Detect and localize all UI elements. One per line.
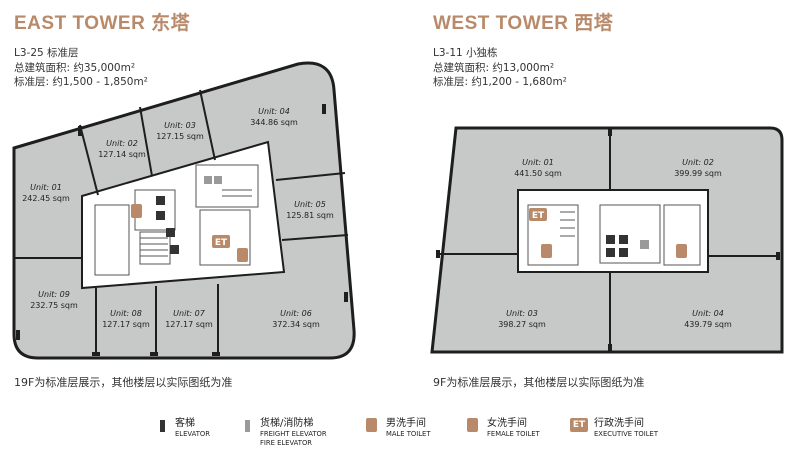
east-elevators [156,196,179,254]
east-unit-02-name: Unit: 02 [106,139,138,148]
svg-text:ET: ET [532,211,545,221]
legend-label-en: MALE TOILET [386,430,431,438]
east-unit-04-area: 344.86 sqm [250,118,298,127]
east-unit-labels: Unit: 01 242.45 sqm Unit: 02 127.14 sqm … [22,107,334,329]
west-unit-04-area: 439.79 sqm [684,320,732,329]
west-unit-03-name: Unit: 03 [506,309,538,318]
svg-text:ET: ET [215,238,228,248]
east-partitions [14,89,349,356]
east-unit-09-name: Unit: 09 [38,290,70,299]
west-columns [436,128,780,352]
east-floor-plan: ET [12,61,356,360]
east-unit-07-name: Unit: 07 [173,309,206,318]
east-standard-floor: 标准层: 约1,500 - 1,850m² [14,76,148,88]
east-toilet-markers: ET [131,204,248,262]
west-unit-02-area: 399.99 sqm [674,169,722,178]
east-freight-elevators [204,176,222,184]
east-unit-07-area: 127.17 sqm [165,320,213,329]
west-unit-01-area: 441.50 sqm [514,169,562,178]
east-unit-06-area: 372.34 sqm [272,320,320,329]
west-unit-labels: Unit: 01 441.50 sqm Unit: 02 399.99 sqm … [498,158,732,329]
west-unit-02-name: Unit: 02 [682,158,714,167]
east-gfa: 总建筑面积: 约35,000m² [14,61,136,74]
west-floor-plan: ET [430,126,784,354]
east-columns [16,104,348,356]
east-unit-09-area: 232.75 sqm [30,301,78,310]
west-toilet-markers: ET [529,208,687,258]
east-unit-06-name: Unit: 06 [280,309,312,318]
west-standard-floor: 标准层: 约1,200 - 1,680m² [433,76,567,88]
east-unit-08-name: Unit: 08 [110,309,142,318]
male-toilet-icon [366,418,377,432]
east-unit-03-name: Unit: 03 [164,121,196,130]
female-toilet-icon [467,418,478,432]
elevator-icon [160,420,165,432]
east-tower-info: L3-25 标准层 总建筑面积: 约35,000m² 标准层: 约1,500 -… [14,46,148,90]
east-tower-title: EAST TOWER 东塔 [14,13,191,34]
east-unit-01-name: Unit: 01 [30,183,62,192]
east-unit-02-area: 127.14 sqm [98,150,146,159]
east-unit-01-area: 242.45 sqm [22,194,70,203]
legend-label-cn: 女洗手间 [487,418,527,429]
legend-label-en: FEMALE TOILET [487,430,540,438]
east-unit-05-name: Unit: 05 [294,200,326,209]
legend-label-cn: 男洗手间 [386,418,426,429]
east-note: 19F为标准层展示，其他楼层以实际图纸为准 [14,376,233,389]
legend-label-en-2: FIRE ELEVATOR [260,439,313,447]
freight-elevator-icon [245,420,250,432]
west-freight-elevators [640,240,649,249]
west-tower-info: L3-11 小独栋 总建筑面积: 约13,000m² 标准层: 约1,200 -… [433,46,567,90]
east-unit-03-area: 127.15 sqm [156,132,204,141]
west-floors: L3-11 小独栋 [433,47,498,59]
legend-label-cn: 货梯/消防梯 [260,418,314,429]
west-elevators [606,235,628,257]
west-unit-03-area: 398.27 sqm [498,320,546,329]
west-note: 9F为标准层展示，其他楼层以实际图纸为准 [433,376,645,389]
west-unit-04-name: Unit: 04 [692,309,724,318]
west-gfa: 总建筑面积: 约13,000m² [433,61,555,74]
east-unit-08-area: 127.17 sqm [102,320,150,329]
west-partitions [440,130,780,350]
west-core-details [527,204,701,266]
legend-label-cn: 行政洗手间 [594,418,644,429]
legend-label-cn: 客梯 [175,418,195,429]
legend-label-en: ELEVATOR [175,430,210,438]
east-unit-05-area: 125.81 sqm [286,211,334,220]
west-unit-01-name: Unit: 01 [522,158,554,167]
west-tower-title: WEST TOWER 西塔 [433,13,614,34]
executive-toilet-icon: ET [570,418,588,432]
east-floors: L3-25 标准层 [14,47,79,59]
legend-label-en: FREIGHT ELEVATOR [260,430,327,438]
east-unit-04-name: Unit: 04 [258,107,290,116]
legend-label-en: EXECUTIVE TOILET [594,430,658,438]
west-core [517,189,709,273]
